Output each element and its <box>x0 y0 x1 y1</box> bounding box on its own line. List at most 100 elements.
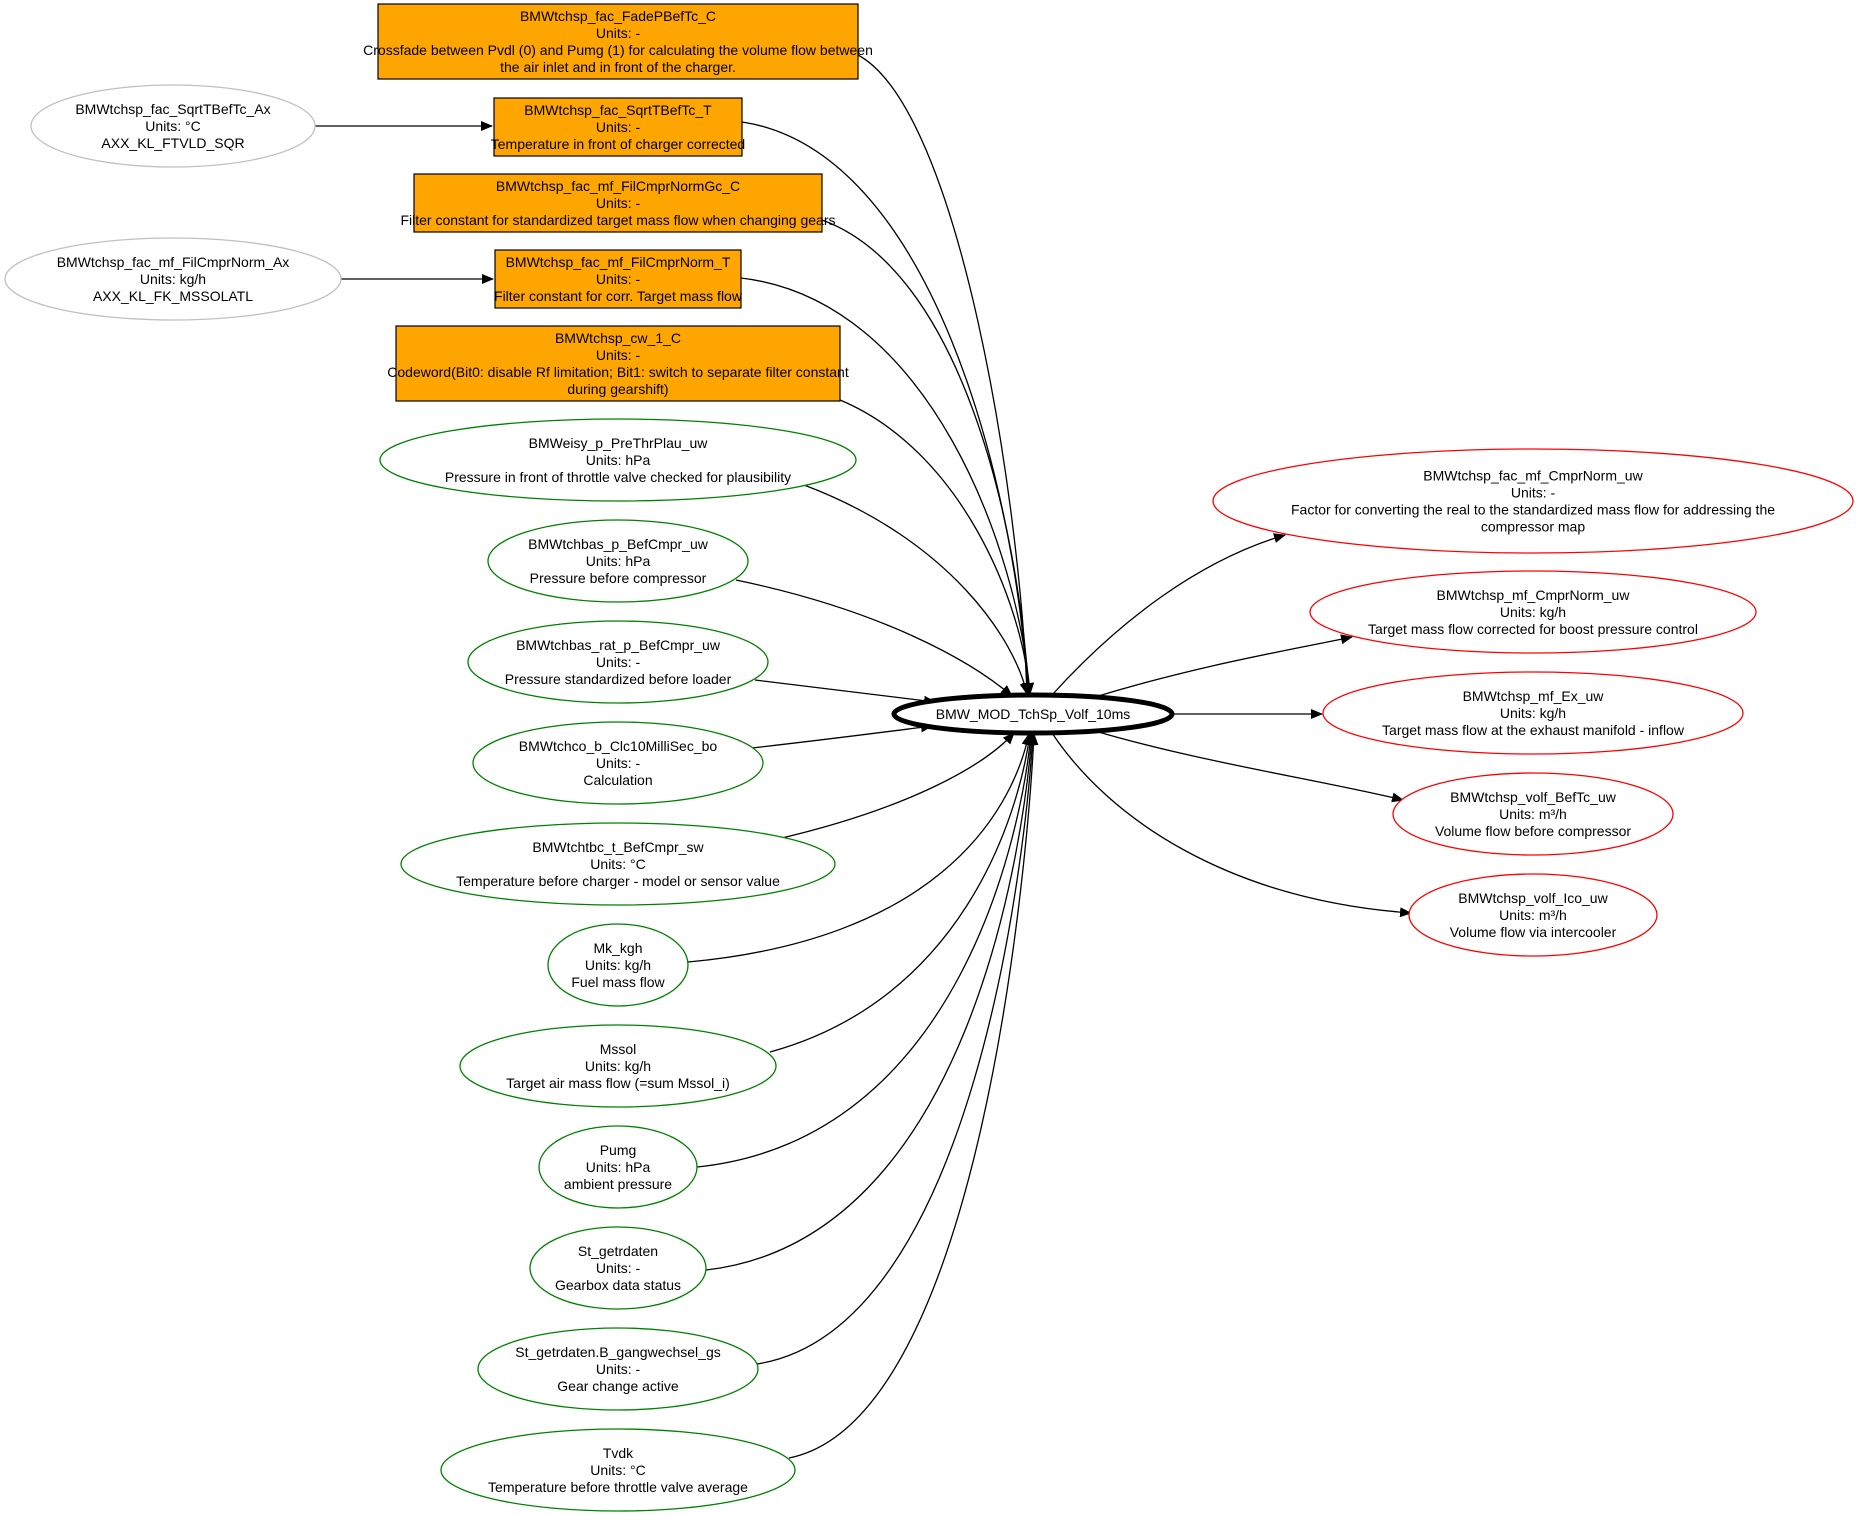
output-node-shape <box>1212 448 1854 554</box>
axis-node-shape <box>4 237 342 321</box>
input-node-description: Gearbox data status <box>555 1277 681 1293</box>
param-node-shape <box>377 3 859 80</box>
edge-i11-to-center <box>788 733 1039 1459</box>
input-node-description: Fuel mass flow <box>571 974 665 990</box>
input-node-units: Units: - <box>596 1361 641 1377</box>
output-node-title: BMWtchsp_mf_CmprNorm_uw <box>1437 587 1631 603</box>
output-node-title: BMWtchsp_volf_Ico_uw <box>1458 890 1608 906</box>
input-node-title: BMWtchbas_rat_p_BefCmpr_uw <box>516 637 721 653</box>
axis-node-description: AXX_KL_FTVLD_SQR <box>101 135 244 151</box>
param-node-description: Codeword(Bit0: disable Rf limitation; Bi… <box>387 364 849 380</box>
input-node-title: St_getrdaten.B_gangwechsel_gs <box>515 1344 720 1360</box>
input-node-units: Units: °C <box>590 856 645 872</box>
edge-p1-to-center <box>857 54 1032 695</box>
module-node-shape <box>891 692 1175 736</box>
edge-i4-to-center <box>751 722 933 749</box>
param-node-description: Temperature in front of charger correcte… <box>491 136 745 152</box>
input-node-units: Units: - <box>596 1260 641 1276</box>
input-node-description: Target air mass flow (=sum Mssol_i) <box>506 1075 730 1091</box>
output-node-units: Units: kg/h <box>1500 604 1566 620</box>
output-node-units: Units: m³/h <box>1499 907 1567 923</box>
param-node-units: Units: - <box>596 271 641 287</box>
edge-i2-to-center <box>735 579 1013 697</box>
input-node-shape <box>529 1226 707 1310</box>
edge-p3-to-center <box>821 219 1034 695</box>
param-node-title: BMWtchsp_fac_SqrtTBefTc_T <box>524 102 712 118</box>
output-node-description: compressor map <box>1481 519 1585 535</box>
input-node-description: Calculation <box>583 772 652 788</box>
param-node-title: BMWtchsp_fac_mf_FilCmprNormGc_C <box>496 178 740 194</box>
output-node-shape <box>1322 671 1744 755</box>
param-node-title: BMWtchsp_fac_mf_FilCmprNorm_T <box>506 254 731 270</box>
input-node-shape <box>477 1327 759 1411</box>
param-node-description: the air inlet and in front of the charge… <box>500 59 736 75</box>
input-node-units: Units: hPa <box>586 1159 651 1175</box>
input-node-units: Units: hPa <box>586 452 651 468</box>
input-node-description: Temperature before charger - model or se… <box>456 873 780 889</box>
edge-i9-to-center <box>705 733 1037 1271</box>
output-node-description: Volume flow before compressor <box>1435 823 1631 839</box>
input-node-title: Mssol <box>600 1041 637 1057</box>
output-node-description: Volume flow via intercooler <box>1450 924 1617 940</box>
output-node-shape <box>1309 570 1757 654</box>
input-node-shape <box>379 418 857 502</box>
output-node-description: Target mass flow at the exhaust manifold… <box>1382 722 1685 738</box>
output-node-units: Units: m³/h <box>1499 806 1567 822</box>
param-node-title: BMWtchsp_cw_1_C <box>555 330 681 346</box>
input-node-shape <box>440 1428 796 1512</box>
axis-node-units: Units: °C <box>145 118 200 134</box>
input-node-description: Gear change active <box>557 1378 679 1394</box>
input-node-units: Units: kg/h <box>585 957 651 973</box>
input-node-units: Units: kg/h <box>585 1058 651 1074</box>
input-node-title: Mk_kgh <box>593 940 642 956</box>
output-node-description: Factor for converting the real to the st… <box>1291 502 1775 518</box>
input-node-title: BMWtchbas_p_BefCmpr_uw <box>528 536 709 552</box>
edge-i8-to-center <box>696 733 1035 1168</box>
input-node-shape <box>547 923 689 1007</box>
edge-center-to-o5 <box>1051 732 1412 918</box>
input-node-units: Units: hPa <box>586 553 651 569</box>
param-node-description: Filter constant for standardized target … <box>400 212 835 228</box>
input-node-shape <box>472 721 764 805</box>
output-node-title: BMWtchsp_mf_Ex_uw <box>1463 688 1605 704</box>
input-node-units: Units: °C <box>590 1462 645 1478</box>
input-node-title: Pumg <box>600 1142 637 1158</box>
input-node-title: BMWeisy_p_PreThrPlau_uw <box>529 435 709 451</box>
axis-node-description: AXX_KL_FK_MSSOLATL <box>93 288 253 304</box>
output-node-title: BMWtchsp_fac_mf_CmprNorm_uw <box>1423 468 1643 484</box>
output-node-units: Units: kg/h <box>1500 705 1566 721</box>
param-node-shape <box>413 173 823 233</box>
input-node-description: Pressure before compressor <box>530 570 707 586</box>
param-node-shape <box>493 97 743 157</box>
axis-node-title: BMWtchsp_fac_SqrtTBefTc_Ax <box>75 101 270 117</box>
edge-p5-to-center <box>839 399 1035 695</box>
edge-p2-to-center <box>741 121 1033 695</box>
input-node-title: Tvdk <box>603 1445 634 1461</box>
module-node[interactable]: BMW_MOD_TchSp_Volf_10ms <box>891 692 1175 736</box>
